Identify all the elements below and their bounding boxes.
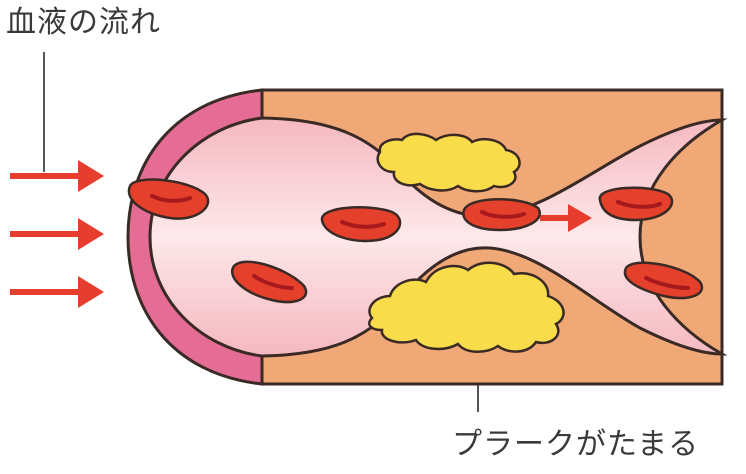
red-blood-cell-5: [600, 188, 672, 220]
blood-flow-label: 血液の流れ: [6, 8, 161, 38]
flow-arrow-3: [10, 276, 104, 308]
red-blood-cell-4: [463, 199, 539, 230]
flow-arrow-2: [10, 218, 104, 250]
plaque-label: プラークがたまる: [452, 430, 699, 460]
plaque-deposit-upper: [378, 134, 520, 191]
flow-arrow-1: [10, 160, 104, 192]
